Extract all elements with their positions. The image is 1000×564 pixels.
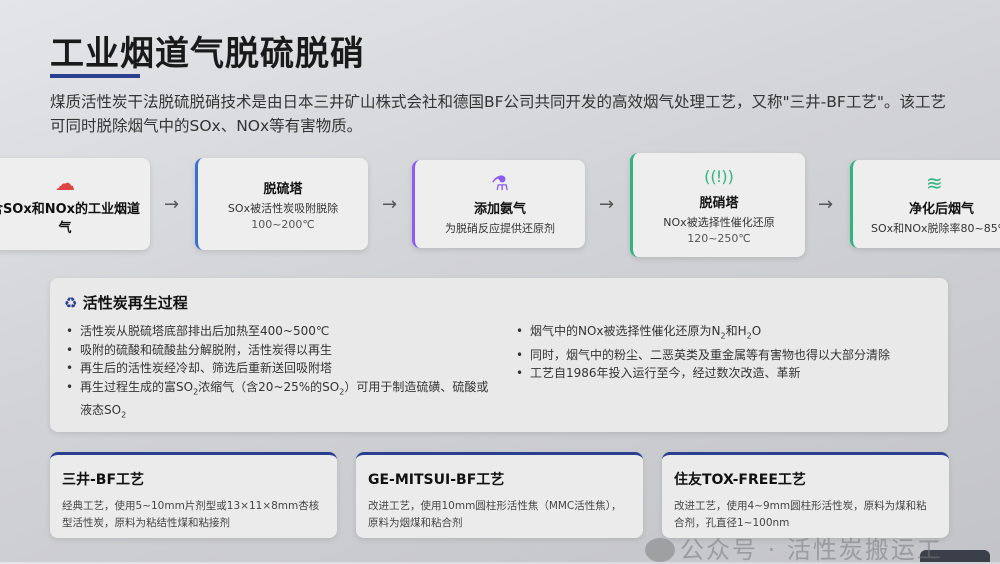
text: 同时，烟气中的粉尘、二恶英类及重金属等有害物也得以大部分清除 <box>530 347 891 362</box>
list-item: 活性炭从脱硫塔底部排出后加热至400~500℃ <box>64 322 494 341</box>
regen-list-right: 烟气中的NOx被选择性催化还原为N2和H2O同时，烟气中的粉尘、二恶英类及重金属… <box>514 322 934 383</box>
process-card-mitsui-bf: 三井-BF工艺 经典工艺，使用5~10mm片剂型或13×11×8mm杏核型活性炭… <box>50 452 337 538</box>
arrow-icon: → <box>164 194 180 215</box>
flow-step-flue-gas: ☁ 含SOx和NOx的工业烟道气 <box>0 158 150 250</box>
subscript: 2 <box>121 410 127 420</box>
text: 工艺自1986年投入运行至今，经过数次改造、革新 <box>530 366 801 381</box>
list-item: 烟气中的NOx被选择性催化还原为N2和H2O <box>514 322 934 346</box>
regeneration-panel: ♻ 活性炭再生过程 活性炭从脱硫塔底部排出后加热至400~500℃ 吸附的硫酸和硫… <box>50 278 948 432</box>
recycle-icon: ♻ <box>64 294 78 312</box>
corner-tab <box>920 550 990 562</box>
subscript: 2 <box>720 331 726 341</box>
step-title: 添加氨气 <box>473 202 526 217</box>
process-title: 住友TOX-FREE工艺 <box>674 472 806 488</box>
flow-step-desulfurization: 脱硫塔 SOx被活性炭吸附脱除 100~200℃ <box>195 158 368 250</box>
flask-icon: ⚗ <box>491 171 509 195</box>
step-desc: 为脱硝反应提供还原剂 <box>445 222 555 235</box>
text: 再生过程生成的富SO <box>80 379 194 394</box>
process-title: GE-MITSUI-BF工艺 <box>368 472 505 488</box>
regen-list-left: 活性炭从脱硫塔底部排出后加热至400~500℃ 吸附的硫酸和硫酸盐分解脱附，活性炭… <box>64 322 494 425</box>
panel-title: 活性炭再生过程 <box>82 294 188 312</box>
text: O <box>751 324 762 338</box>
subscript: 2 <box>339 386 345 396</box>
text: 再生后的活性炭经冷却、筛选后重新送回吸附塔 <box>80 361 333 375</box>
text: 活性炭从脱硫塔底部排出后加热至400~500℃ <box>80 324 330 338</box>
intro-text: 煤质活性炭干法脱硫脱硝技术是由日本三井矿山株式会社和德国BF公司共同开发的高效烟… <box>50 93 946 135</box>
list-item: 工艺自1986年投入运行至今，经过数次改造、革新 <box>514 364 934 383</box>
flow-step-clean-gas: ≋ 净化后烟气 SOx和NOx脱除率80~85% <box>850 160 1000 248</box>
subscript: 2 <box>193 386 199 396</box>
step-title: 含SOx和NOx的工业烟道气 <box>0 202 141 236</box>
text: 吸附的硫酸和硫酸盐分解脱附，活性炭得以再生 <box>80 342 333 357</box>
step-temp: 100~200℃ <box>251 217 315 231</box>
step-desc: NOx被选择性催化还原 <box>663 215 775 229</box>
step-desc: SOx和NOx脱除率80~85% <box>871 222 1000 235</box>
step-title: 净化后烟气 <box>909 202 975 217</box>
wechat-icon <box>645 538 675 562</box>
wind-icon: ≋ <box>926 171 943 195</box>
text: 浓缩气（含20~25%的SO <box>198 379 340 394</box>
process-card-tox-free: 住友TOX-FREE工艺 改进工艺，使用4~9mm圆柱形活性炭，原料为煤和粘合剂… <box>662 452 949 538</box>
text: ）可用于制造硫磺、硫酸或液态SO <box>80 379 489 418</box>
list-item: 再生过程生成的富SO2浓缩气（含20~25%的SO2）可用于制造硫磺、硫酸或液态… <box>64 378 494 426</box>
text: 和H <box>725 324 747 338</box>
arrow-icon: → <box>599 194 615 215</box>
flow-step-denitrification: ((ǃ)) 脱硝塔 NOx被选择性催化还原 120~250℃ <box>630 153 805 257</box>
process-desc: 改进工艺，使用10mm圆柱形活性焦（MMC活性焦），原料为烟煤和粘合剂 <box>368 500 622 529</box>
process-title: 三井-BF工艺 <box>62 472 145 488</box>
step-title: 脱硝塔 <box>699 195 739 211</box>
text: 烟气中的NOx被选择性催化还原为N <box>530 324 721 338</box>
process-card-ge-mitsui-bf: GE-MITSUI-BF工艺 改进工艺，使用10mm圆柱形活性焦（MMC活性焦）… <box>356 452 643 538</box>
list-item: 再生后的活性炭经冷却、筛选后重新送回吸附塔 <box>64 359 494 378</box>
step-temp: 120~250℃ <box>687 231 751 245</box>
step-desc: SOx被活性炭吸附脱除 <box>227 201 339 215</box>
process-desc: 改进工艺，使用4~9mm圆柱形活性炭，原料为煤和粘合剂，孔直径1~100nm <box>674 500 927 529</box>
watermark: 公众号 · 活性炭搬运工 <box>680 536 943 564</box>
list-item: 吸附的硫酸和硫酸盐分解脱附，活性炭得以再生 <box>64 341 494 360</box>
list-item: 同时，烟气中的粉尘、二恶英类及重金属等有害物也得以大部分清除 <box>514 346 934 365</box>
step-title: 脱硫塔 <box>263 181 303 197</box>
arrow-icon: → <box>818 194 834 215</box>
antenna-icon: ((ǃ)) <box>704 166 734 186</box>
process-desc: 经典工艺，使用5~10mm片剂型或13×11×8mm杏核型活性炭，原料为粘结性煤… <box>62 500 320 529</box>
title-underline <box>50 74 140 78</box>
page-title: 工业烟道气脱硫脱硝 <box>50 34 365 74</box>
arrow-icon: → <box>382 194 398 215</box>
smoke-icon: ☁ <box>55 171 75 195</box>
flow-step-ammonia: ⚗ 添加氨气 为脱硝反应提供还原剂 <box>412 160 585 248</box>
subscript: 2 <box>746 331 752 341</box>
